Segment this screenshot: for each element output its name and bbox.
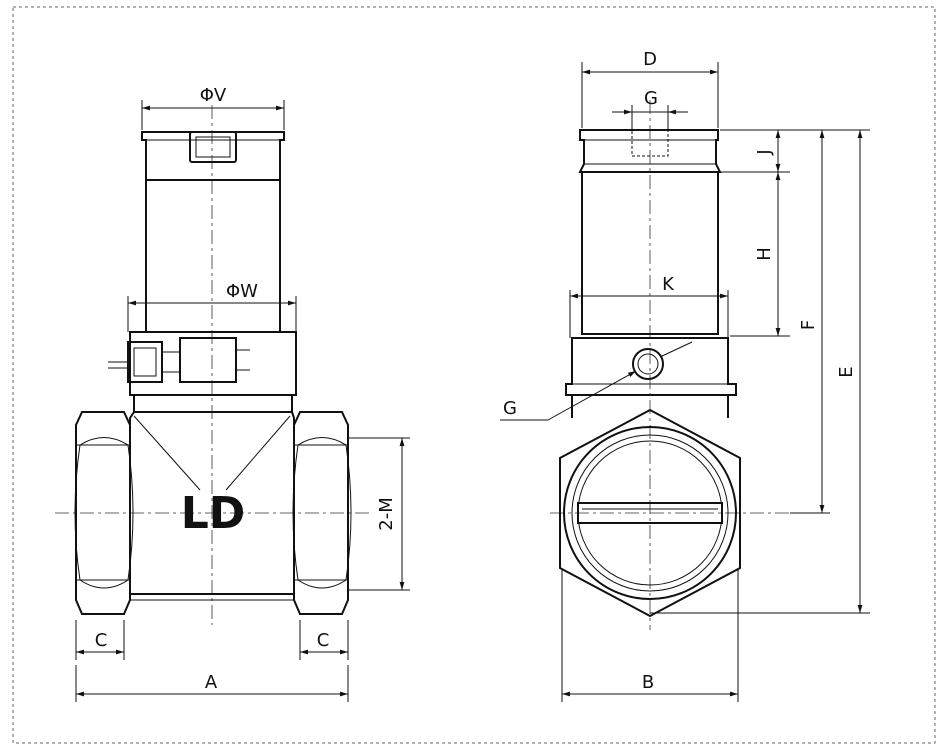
label-phi-w: ΦW xyxy=(226,281,258,302)
label-e: E xyxy=(836,366,857,377)
side-port-bar xyxy=(577,502,723,524)
label-g-top: G xyxy=(644,88,658,109)
label-f: F xyxy=(798,320,819,330)
drawing-frame xyxy=(12,6,936,744)
label-d: D xyxy=(643,49,657,70)
side-view xyxy=(500,62,870,702)
front-view xyxy=(55,100,410,702)
label-j: J xyxy=(754,149,775,155)
right-hex-port xyxy=(292,411,352,615)
left-hex-port xyxy=(74,411,134,615)
label-h: H xyxy=(754,247,775,261)
label-k: K xyxy=(662,274,675,295)
label-b: B xyxy=(642,672,654,693)
coil-body xyxy=(145,179,281,333)
g-port-circle xyxy=(632,348,664,380)
label-g-port: G xyxy=(503,398,517,419)
label-model-ld: LD xyxy=(181,488,246,539)
coil-cap-slot xyxy=(189,131,237,163)
label-c-right: C xyxy=(317,630,330,651)
label-phi-v: ΦV xyxy=(200,85,227,106)
label-c-left: C xyxy=(95,630,108,651)
side-port-outer xyxy=(563,426,737,600)
label-a: A xyxy=(205,672,218,693)
label-2-m: 2-M xyxy=(376,497,397,530)
side-coil-body xyxy=(581,171,719,335)
